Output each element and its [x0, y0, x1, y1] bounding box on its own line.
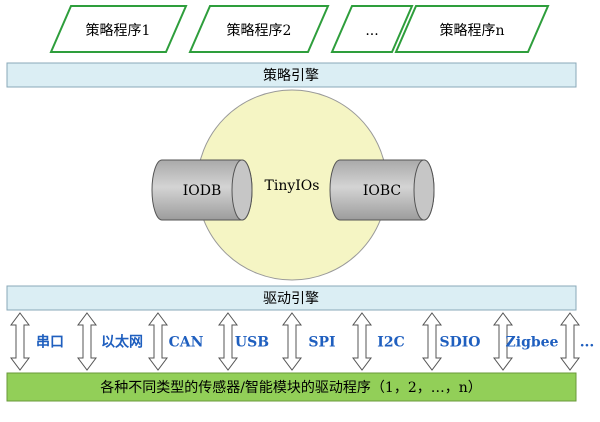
strategy-engine-label: 策略引擎: [263, 67, 319, 84]
interface-label: ...: [580, 335, 595, 351]
double-arrow-icon: [10, 312, 30, 371]
strategy-program-label: 策略程序1: [86, 22, 151, 39]
interface-label: SDIO: [440, 335, 481, 351]
double-arrow-icon: [493, 312, 513, 371]
double-arrow-icon: [77, 312, 97, 371]
driver-engine-label: 驱动引擎: [263, 291, 319, 307]
driver-programs-bar: 各种不同类型的传感器/智能模块的驱动程序（1，2，…，n）: [6, 372, 577, 402]
interface-label: 串口: [36, 334, 64, 351]
driver-engine-bar: 驱动引擎: [6, 285, 577, 311]
iobc-label: IOBC: [363, 183, 401, 199]
double-arrow-icon: [218, 312, 238, 371]
interface-label: 以太网: [101, 334, 143, 351]
strategy-program-label: ...: [365, 23, 378, 39]
strategy-program-box: ...: [330, 5, 414, 53]
interface-label: I2C: [377, 335, 404, 351]
interface-label: Zigbee: [506, 335, 559, 351]
strategy-program-box: 策略程序2: [188, 5, 330, 53]
strategy-program-label: 策略程序2: [227, 22, 292, 39]
strategy-program-label: 策略程序n: [439, 22, 504, 39]
strategy-engine-bar: 策略引擎: [6, 62, 577, 88]
double-arrow-icon: [148, 312, 168, 371]
double-arrow-icon: [560, 312, 580, 371]
strategy-program-box: 策略程序1: [49, 5, 188, 53]
driver-programs-label: 各种不同类型的传感器/智能模块的驱动程序（1，2，…，n）: [100, 379, 482, 396]
interface-row: 串口 以太网 CAN USB SPI I2C SDIO Zigbee...: [10, 312, 595, 371]
iodb-label: IODB: [183, 183, 222, 199]
strategy-program-box: 策略程序n: [394, 5, 550, 53]
iobc-cylinder: IOBC: [329, 159, 435, 221]
interface-label: SPI: [308, 335, 335, 351]
iodb-cylinder: IODB: [151, 159, 253, 221]
double-arrow-icon: [352, 312, 372, 371]
interface-label: USB: [235, 335, 269, 351]
core-label: TinyIOs: [265, 178, 320, 194]
double-arrow-icon: [282, 312, 302, 371]
strategy-programs: 策略程序1 策略程序2 ... 策略程序n: [49, 5, 550, 53]
interface-label: CAN: [169, 335, 204, 351]
double-arrow-icon: [422, 312, 442, 371]
